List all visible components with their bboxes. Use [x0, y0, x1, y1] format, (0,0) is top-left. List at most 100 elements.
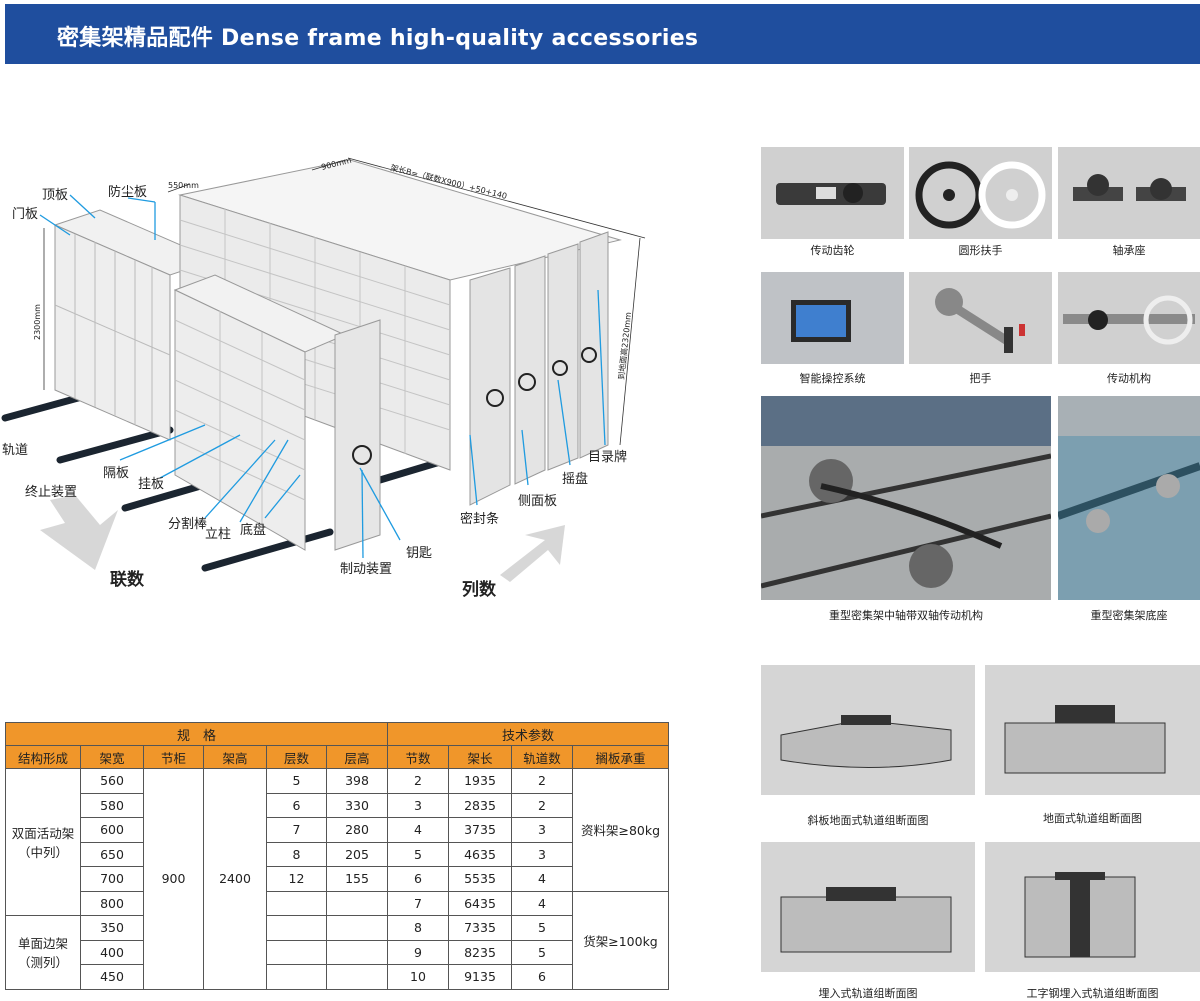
label-dust-board: 防尘板 [108, 185, 148, 200]
photo-smart-control [761, 272, 904, 364]
cell-frame-height: 2400 [203, 768, 267, 990]
photo-heavy-base [1058, 396, 1200, 600]
cell-sections: 7 [387, 890, 449, 916]
cell-layer-height: 330 [326, 792, 388, 818]
label-crank: 摇盘 [562, 472, 589, 487]
photo-heavy-center-shaft [761, 396, 1051, 600]
caption-ground-track: 地面式轨道组断面图 [1043, 812, 1142, 825]
label-catalog-card: 目录牌 [588, 450, 628, 465]
label-top-panel: 顶板 [42, 188, 69, 203]
page-title: 密集架精品配件 Dense frame high-quality accesso… [57, 26, 699, 51]
cell-sections: 10 [387, 964, 449, 990]
cell-single-sided: 单面边架 （测列） [5, 915, 81, 990]
caption-heavy-base: 重型密集架底座 [1090, 609, 1168, 622]
caption-round-handle: 圆形扶手 [958, 244, 1003, 257]
table-row: 单面边架 （测列） 350 8 7335 5 [5, 915, 669, 990]
col-length: 架长 [448, 745, 512, 769]
cell-sections: 4 [387, 817, 449, 843]
cell-empty [326, 890, 388, 916]
label-brake-device: 制动装置 [340, 562, 393, 577]
cell-length: 4635 [448, 841, 512, 867]
cell-sections: 8 [387, 915, 449, 941]
caption-bearing-seat: 轴承座 [1112, 244, 1146, 257]
label-seal-strip: 密封条 [460, 512, 500, 527]
label-end-device: 终止装置 [25, 485, 78, 500]
col-layers: 层数 [266, 745, 327, 769]
caption-transmission-gear: 传动齿轮 [810, 244, 855, 257]
dim-550: 550mm [168, 181, 199, 190]
cell-empty [326, 964, 388, 990]
cell-tracks: 2 [511, 768, 573, 794]
label-partition: 隔板 [103, 466, 130, 481]
label-columns-direction: 列数 [462, 580, 496, 600]
cell-width: 600 [80, 817, 144, 843]
drawing-embedded-track [761, 842, 975, 972]
table-row: 580 6 330 3 2835 2 [6, 792, 669, 818]
label-hanging-board: 挂板 [138, 477, 165, 492]
caption-handle: 把手 [969, 372, 992, 385]
cell-width: 450 [80, 964, 144, 990]
photo-handle [909, 272, 1052, 364]
col-structure: 结构形成 [5, 745, 81, 769]
cell-sections: 9 [387, 939, 449, 965]
cell-empty [266, 964, 327, 990]
table-row: 双面活动架 （中列） 560 900 2400 5 398 2 1935 2 资… [5, 768, 669, 990]
photo-bearing-seat [1058, 147, 1200, 239]
cell-length: 5535 [448, 866, 512, 892]
col-tracks: 轨道数 [511, 745, 573, 769]
label-side-panel: 侧面板 [518, 494, 558, 509]
caption-heavy-center-shaft: 重型密集架中轴带双轴传动机构 [829, 609, 983, 622]
table-row: 650 8 205 5 4635 3 [6, 841, 669, 867]
cell-length: 8235 [448, 939, 512, 965]
photo-transmission-mechanism [1058, 272, 1200, 364]
header-banner: 密集架精品配件 Dense frame high-quality accesso… [5, 4, 1200, 64]
cell-empty [326, 939, 388, 965]
photo-transmission-gear [761, 147, 904, 239]
cell-length: 3735 [448, 817, 512, 843]
drawing-ibeam-track [985, 842, 1200, 972]
cell-length: 1935 [448, 768, 512, 794]
cell-sections: 2 [387, 768, 449, 794]
label-door-panel: 门板 [12, 207, 39, 222]
col-cabinet: 节柜 [143, 745, 204, 769]
cell-length: 2835 [448, 792, 512, 818]
cell-width: 580 [80, 792, 144, 818]
caption-ibeam-track: 工字钢埋入式轨道组断面图 [1026, 987, 1159, 1000]
shelving-illustration: 550mm 900mm 架长B=（联数X900）+50+140 2300mm 到… [1, 156, 646, 582]
cell-width: 560 [80, 768, 144, 794]
cell-layers: 8 [266, 841, 327, 867]
cell-empty [266, 915, 327, 941]
table-row: 600 7 280 4 3735 3 [6, 817, 669, 843]
cell-layer-height: 205 [326, 841, 388, 867]
cell-sections: 6 [387, 866, 449, 892]
caption-slope-track: 斜板地面式轨道组断面图 [807, 814, 929, 827]
cell-width: 650 [80, 841, 144, 867]
cell-layers: 7 [266, 817, 327, 843]
label-units-direction: 联数 [110, 570, 144, 590]
header-tech: 技术参数 [387, 722, 669, 746]
table-row: 700 12 155 6 5535 4 [6, 866, 669, 892]
cell-tracks: 3 [511, 841, 573, 867]
col-height: 架高 [203, 745, 267, 769]
cell-layer-height: 280 [326, 817, 388, 843]
label-base-plate: 底盘 [240, 523, 267, 538]
col-width: 架宽 [80, 745, 144, 769]
cell-layers: 6 [266, 792, 327, 818]
table-row: 400 9 8235 5 [6, 939, 669, 965]
col-sections: 节数 [387, 745, 449, 769]
cell-width: 350 [80, 915, 144, 941]
cell-load-goods: 货架≥100kg [572, 890, 669, 990]
cell-tracks: 5 [511, 915, 573, 941]
cell-empty [266, 890, 327, 916]
table-column-header: 结构形成 架宽 节柜 架高 层数 层高 节数 架长 轨道数 搁板承重 [5, 745, 669, 769]
cell-layers: 12 [266, 866, 327, 892]
cell-tracks: 2 [511, 792, 573, 818]
dim-2300: 2300mm [33, 304, 42, 340]
label-column: 立柱 [205, 527, 232, 542]
cell-tracks: 5 [511, 939, 573, 965]
cell-tracks: 4 [511, 866, 573, 892]
spec-table: 规 格 技术参数 结构形成 架宽 节柜 架高 层数 层高 节数 架长 轨道数 搁… [5, 722, 669, 990]
cell-length: 6435 [448, 890, 512, 916]
drawing-ground-track [985, 665, 1200, 795]
cell-sections: 5 [387, 841, 449, 867]
